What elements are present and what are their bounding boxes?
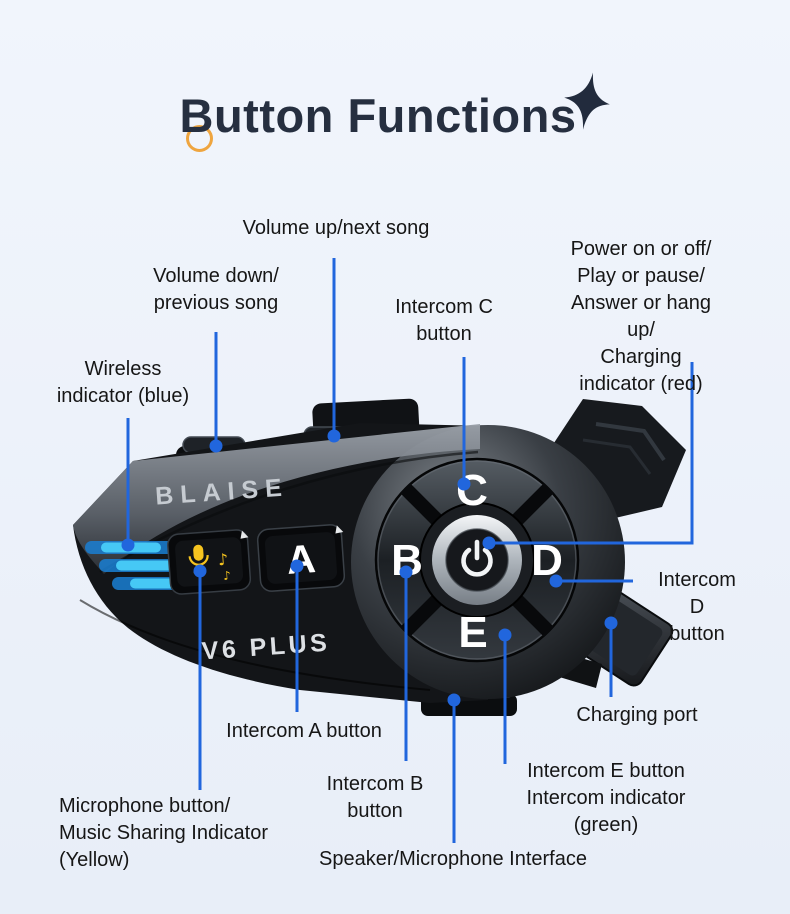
- power-dot: [482, 536, 496, 550]
- label-intercom-d: Intercom D button: [658, 569, 736, 645]
- label-intercom-c: Intercom C button: [395, 296, 493, 345]
- annotation-dots: [121, 429, 618, 707]
- label-intercom-e: Intercom E button Intercom indicator (gr…: [526, 760, 686, 836]
- control-pad: C B D E: [374, 457, 580, 663]
- label-charging-port: Charging port: [576, 704, 698, 726]
- wireless-dot: [121, 538, 135, 552]
- label-volume-up: Volume up/next song: [242, 217, 430, 239]
- volume-up-dot: [327, 429, 341, 443]
- intercom-e-dot: [498, 628, 512, 642]
- annotation-lines: [126, 258, 694, 843]
- intercom-c-dot: [457, 477, 471, 491]
- label-intercom-b: Intercom B button: [326, 773, 424, 822]
- intercom-b-dot: [399, 565, 413, 579]
- label-microphone: Microphone button/ Music Sharing Indicat…: [59, 795, 268, 871]
- page-title: Button Functions: [179, 89, 577, 142]
- microphone-music-button: ♪ ♪: [167, 529, 252, 595]
- pad-spokes: [400, 483, 554, 637]
- button-letter-e: E: [458, 608, 487, 657]
- sparkle-icon: [564, 72, 610, 130]
- charging-port-dot: [604, 616, 618, 630]
- speaker-dot: [447, 693, 461, 707]
- intercom-a-dot: [290, 559, 304, 573]
- music-note-icon-small: ♪: [223, 569, 232, 584]
- button-letter-a: A: [285, 537, 317, 583]
- title-accent-ring: [186, 125, 213, 152]
- power-icon: [461, 539, 493, 577]
- label-wireless: Wireless indicator (blue): [56, 358, 190, 407]
- button-letter-c: C: [456, 466, 488, 515]
- label-speaker: Speaker/Microphone Interface: [319, 848, 587, 870]
- volume-down-dot: [209, 439, 223, 453]
- intercom-a-button: A: [256, 524, 346, 592]
- power-leader: [494, 362, 694, 545]
- label-volume-down: Volume down/ previous song: [153, 265, 279, 314]
- label-intercom-a: Intercom A button: [226, 720, 382, 742]
- intercom-d-dot: [549, 574, 563, 588]
- microphone-dot: [193, 564, 207, 578]
- music-note-icon: ♪: [217, 550, 229, 570]
- label-power: Power on or off/ Play or pause/ Answer o…: [570, 238, 712, 395]
